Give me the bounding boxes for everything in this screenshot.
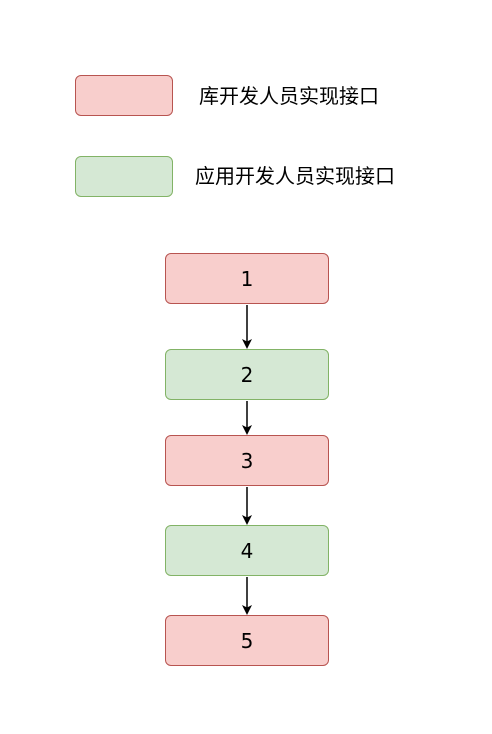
legend-swatch-library xyxy=(75,75,173,116)
step-box-5: 5 xyxy=(165,615,329,666)
step-label: 5 xyxy=(240,628,254,653)
step-box-1: 1 xyxy=(165,253,329,304)
legend-label-application: 应用开发人员实现接口 xyxy=(195,164,395,188)
step-box-3: 3 xyxy=(165,435,329,486)
step-label: 4 xyxy=(240,538,254,563)
step-label: 1 xyxy=(240,266,254,291)
legend-label-library: 库开发人员实现接口 xyxy=(199,84,379,108)
step-label: 3 xyxy=(240,448,254,473)
step-box-2: 2 xyxy=(165,349,329,400)
step-box-4: 4 xyxy=(165,525,329,576)
legend-swatch-application xyxy=(75,156,173,197)
step-label: 2 xyxy=(240,362,254,387)
